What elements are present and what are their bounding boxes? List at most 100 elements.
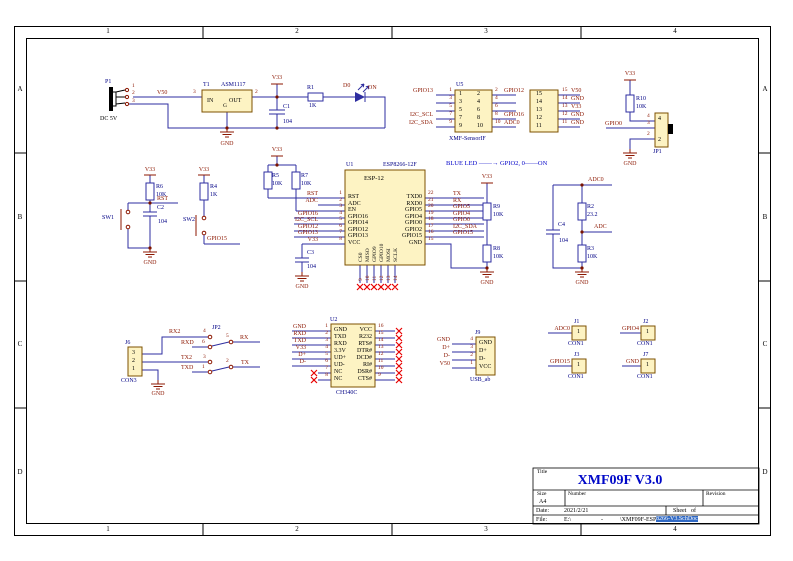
pin-name: GND [479, 340, 492, 346]
part-esp8266-12f: ESP8266-12F [383, 162, 417, 168]
net-label: ADC0 [504, 120, 520, 126]
pin-number: 11 [562, 119, 568, 125]
designator-u1: U1 [346, 162, 354, 168]
file-drive: E:\ [564, 517, 571, 523]
net-label-rxd: RXD [181, 340, 194, 346]
pin-name: UD- [334, 362, 345, 368]
pin-number: 19 [428, 210, 434, 216]
net-label: GPIO13 [412, 88, 433, 94]
net-label: GPIO12 [504, 88, 525, 94]
pin-name: G [223, 103, 227, 109]
gnd-label: GND [220, 141, 234, 147]
value-r7: 10K [301, 181, 312, 187]
net-label: D+ [298, 352, 306, 358]
pin-name: EN [348, 207, 356, 213]
net-label: ADC [305, 198, 318, 204]
svg-text:11: 11 [372, 275, 378, 281]
designator-j2: J2 [643, 319, 649, 325]
pin-number: 1 [132, 83, 135, 89]
pin-name: 12 [536, 115, 542, 121]
file-dash: - [601, 517, 603, 523]
pin-number: 15 [562, 87, 568, 93]
dc-jack-symbol[interactable] [109, 87, 130, 111]
con1-j3-body[interactable] [571, 358, 587, 374]
jumper-jp1-body[interactable] [654, 112, 673, 148]
pin-name: 1 [132, 366, 135, 372]
designator-r2: R2 [587, 204, 595, 210]
net-label: GND [626, 359, 639, 365]
led-d0-symbol[interactable] [353, 83, 370, 102]
pin-number: 1 [325, 323, 328, 329]
net-label: D- [299, 359, 306, 365]
net-label: RX [453, 198, 462, 204]
regulator-t1-body[interactable] [201, 89, 253, 113]
pin-number: 2 [470, 352, 473, 358]
pin-name: 2 [132, 358, 135, 364]
switch-sw2[interactable] [195, 215, 207, 236]
designator-j9: J9 [475, 330, 481, 336]
title-block-frame [532, 467, 760, 525]
sensor-connector-left-body[interactable] [454, 89, 493, 133]
svg-text:14: 14 [393, 275, 399, 281]
part-con1: CON1 [637, 374, 653, 380]
con3-j6-body[interactable] [127, 346, 143, 377]
designator-j7: J7 [643, 352, 649, 358]
switch-sw1[interactable] [120, 209, 131, 230]
con1-j1-body[interactable] [571, 325, 587, 341]
power-label-v33: V33 [271, 75, 283, 81]
pin-number: 3 [193, 89, 196, 95]
svg-text:SCLK: SCLK [393, 248, 399, 262]
net-label: GPIO4 [621, 326, 639, 332]
pin-number: 15 [428, 236, 434, 242]
esp-module-body[interactable] [344, 169, 426, 266]
ch340-body[interactable] [330, 323, 376, 388]
con1-j2-body[interactable] [640, 325, 656, 341]
net-label: I2C_SCL [294, 217, 318, 223]
pin-number: 13 [562, 103, 568, 109]
net-label: RXD [293, 331, 306, 337]
value-r9: 10K [493, 212, 504, 218]
pin-number: 5 [325, 351, 328, 357]
pin-number: 4 [647, 113, 650, 119]
pin-name: RTS# [358, 341, 372, 347]
designator-r5: R5 [272, 173, 280, 179]
pin-name: 3.3V [334, 348, 346, 354]
net-label: D+ [442, 345, 450, 351]
dc5v-label: DC 5V [100, 116, 118, 122]
pin-number: 4 [495, 95, 498, 101]
net-label-rx2: RX2 [169, 329, 181, 335]
gnd-label: GND [480, 280, 494, 286]
power-label-v33: V33 [624, 71, 636, 77]
pin-name: 6 [477, 107, 480, 113]
switch-jp2[interactable] [207, 334, 234, 375]
date-value: 2021/2/21 [564, 508, 589, 514]
pin-name: R232 [358, 334, 372, 340]
designator-sw1: SW1 [102, 215, 114, 221]
frame-row-label: C [17, 340, 23, 348]
pin-number: 6 [202, 339, 205, 345]
pin-name: 13 [536, 107, 542, 113]
usb-connector-body[interactable] [475, 336, 496, 376]
svg-text:12: 12 [379, 275, 385, 281]
svg-text:MOSI: MOSI [386, 248, 392, 262]
pin-number: 4 [203, 328, 206, 334]
resistors[interactable] [145, 92, 635, 263]
pin-number: 1 [470, 360, 473, 366]
value-r5: 10K [272, 181, 283, 187]
pin-name: GPIO14 [348, 220, 369, 226]
designator-jp2: JP2 [212, 325, 221, 331]
wire-layer [127, 80, 655, 381]
pin-name: GPIO15 [401, 233, 422, 239]
sensor-connector-right-body[interactable] [529, 89, 559, 133]
power-label-v33: V33 [144, 167, 156, 173]
pin-number: 6 [495, 103, 498, 109]
pin-name: TXD [334, 334, 347, 340]
pin-number: 6 [325, 358, 328, 364]
net-label: GPIO16 [297, 211, 318, 217]
net-label-rst: RST [157, 196, 169, 202]
net-label: RST [306, 191, 318, 197]
pin-number: 8 [339, 236, 342, 242]
con1-j7-body[interactable] [640, 358, 656, 374]
pin-number: 3 [132, 98, 135, 104]
